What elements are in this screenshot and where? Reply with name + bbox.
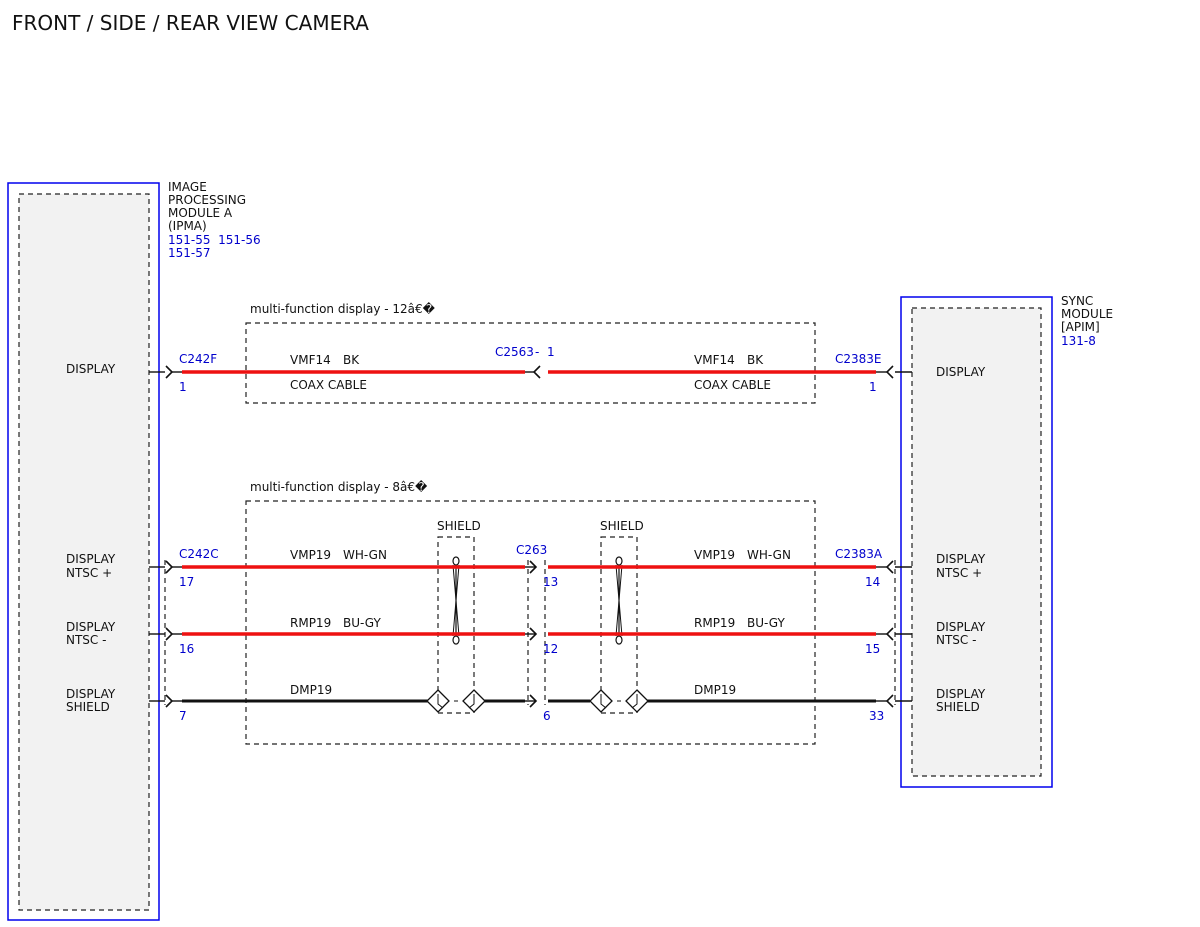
wire-color-label: BU-GY bbox=[343, 616, 381, 630]
connector-right-top: C2383E bbox=[835, 352, 882, 366]
left-pin-label: DISPLAY bbox=[66, 620, 116, 634]
wire-row-1 bbox=[149, 365, 912, 379]
left-pin-number: 1 bbox=[179, 380, 187, 394]
wire-note: COAX CABLE bbox=[290, 378, 367, 392]
group-label-12in: multi-function display - 12â€� bbox=[250, 302, 436, 316]
wire-row-4 bbox=[149, 689, 912, 713]
right-pin-number: 15 bbox=[865, 642, 880, 656]
right-pin-label: SHIELD bbox=[936, 700, 980, 714]
right-module-ref: 131-8 bbox=[1061, 334, 1096, 348]
wire-color-label: BU-GY bbox=[747, 616, 785, 630]
connector-chevron bbox=[165, 560, 174, 574]
shield-twist-right bbox=[615, 556, 623, 645]
connector-mid-top: C2563 bbox=[495, 345, 534, 359]
connector-chevron bbox=[885, 694, 894, 708]
wire-color-label: WH-GN bbox=[747, 548, 791, 562]
right-module-name-1: SYNC bbox=[1061, 294, 1093, 308]
shield-box-right bbox=[600, 536, 638, 714]
left-module-name-3: MODULE A bbox=[168, 206, 233, 220]
connector-mid-bottom: C263 bbox=[516, 543, 547, 557]
shield-box-left bbox=[437, 536, 475, 714]
wire-color-label: BK bbox=[343, 353, 360, 367]
connector-left-bottom: C242C bbox=[179, 547, 219, 561]
left-module: IMAGE PROCESSING MODULE A (IPMA) 151-55 … bbox=[7, 180, 261, 921]
wire-row-2 bbox=[149, 560, 912, 574]
group-label-8in: multi-function display - 8â€� bbox=[250, 480, 428, 494]
left-pin-label: NTSC - bbox=[66, 633, 106, 647]
circuit-label: VMF14 bbox=[694, 353, 735, 367]
mid-pin-number: 12 bbox=[543, 642, 558, 656]
left-pin-number: 7 bbox=[179, 709, 187, 723]
circuit-label: RMP19 bbox=[694, 616, 735, 630]
circuit-label: DMP19 bbox=[290, 683, 332, 697]
circuit-label: VMP19 bbox=[290, 548, 331, 562]
left-module-refs-1: 151-55 151-56 bbox=[168, 233, 261, 247]
right-pin-label: DISPLAY bbox=[936, 620, 986, 634]
shield-label-right: SHIELD bbox=[600, 519, 644, 533]
connector-left-top: C242F bbox=[179, 352, 217, 366]
right-pin-label: NTSC - bbox=[936, 633, 976, 647]
left-module-name-4: (IPMA) bbox=[168, 219, 207, 233]
shield-terminal-diamond bbox=[462, 689, 486, 713]
wire-note: COAX CABLE bbox=[694, 378, 771, 392]
left-pin-label: DISPLAY bbox=[66, 687, 116, 701]
right-pin-label: DISPLAY bbox=[936, 552, 986, 566]
left-pin-label: DISPLAY bbox=[66, 552, 116, 566]
shield-terminal-diamond bbox=[589, 689, 613, 713]
mid-pin-number: 13 bbox=[543, 575, 558, 589]
right-pin-number: 33 bbox=[869, 709, 884, 723]
circuit-label: VMP19 bbox=[694, 548, 735, 562]
left-pin-number: 16 bbox=[179, 642, 194, 656]
connector-chevron bbox=[532, 365, 541, 379]
right-module: SYNC MODULE [APIM] 131-8 DISPLAY DISPLAY… bbox=[900, 294, 1113, 788]
circuit-label: VMF14 bbox=[290, 353, 331, 367]
wire-color-label: BK bbox=[747, 353, 764, 367]
left-module-name-1: IMAGE bbox=[168, 180, 207, 194]
circuit-label: DMP19 bbox=[694, 683, 736, 697]
mid-pin-number: 6 bbox=[543, 709, 551, 723]
connector-chevron bbox=[165, 627, 174, 641]
left-pin-label: SHIELD bbox=[66, 700, 110, 714]
wire-color-label: WH-GN bbox=[343, 548, 387, 562]
page-title: FRONT / SIDE / REAR VIEW CAMERA bbox=[12, 11, 369, 35]
right-pin-label: DISPLAY bbox=[936, 365, 986, 379]
right-module-name-2: MODULE bbox=[1061, 307, 1113, 321]
left-module-name-2: PROCESSING bbox=[168, 193, 246, 207]
right-module-inner bbox=[911, 307, 1042, 777]
connector-chevron bbox=[885, 560, 894, 574]
left-module-refs-2: 151-57 bbox=[168, 246, 211, 260]
wire-row-3 bbox=[149, 627, 912, 641]
connector-mid-top-pin: - 1 bbox=[535, 345, 555, 359]
connector-chevron bbox=[165, 365, 174, 379]
right-pin-label: DISPLAY bbox=[936, 687, 986, 701]
connector-chevron bbox=[165, 694, 174, 708]
shield-terminal-diamond bbox=[426, 689, 450, 713]
right-pin-number: 14 bbox=[865, 575, 880, 589]
connector-chevron bbox=[885, 627, 894, 641]
right-pin-number: 1 bbox=[869, 380, 877, 394]
shield-terminal-diamond bbox=[625, 689, 649, 713]
circuit-label: RMP19 bbox=[290, 616, 331, 630]
shield-twist-left bbox=[452, 556, 460, 645]
shield-label-left: SHIELD bbox=[437, 519, 481, 533]
left-pin-label: NTSC + bbox=[66, 566, 112, 580]
right-module-name-3: [APIM] bbox=[1061, 320, 1100, 334]
connector-chevron bbox=[885, 365, 894, 379]
right-pin-label: NTSC + bbox=[936, 566, 982, 580]
left-pin-number: 17 bbox=[179, 575, 194, 589]
left-pin-label: DISPLAY bbox=[66, 362, 116, 376]
connector-right-bottom: C2383A bbox=[835, 547, 883, 561]
left-module-inner bbox=[18, 193, 150, 911]
